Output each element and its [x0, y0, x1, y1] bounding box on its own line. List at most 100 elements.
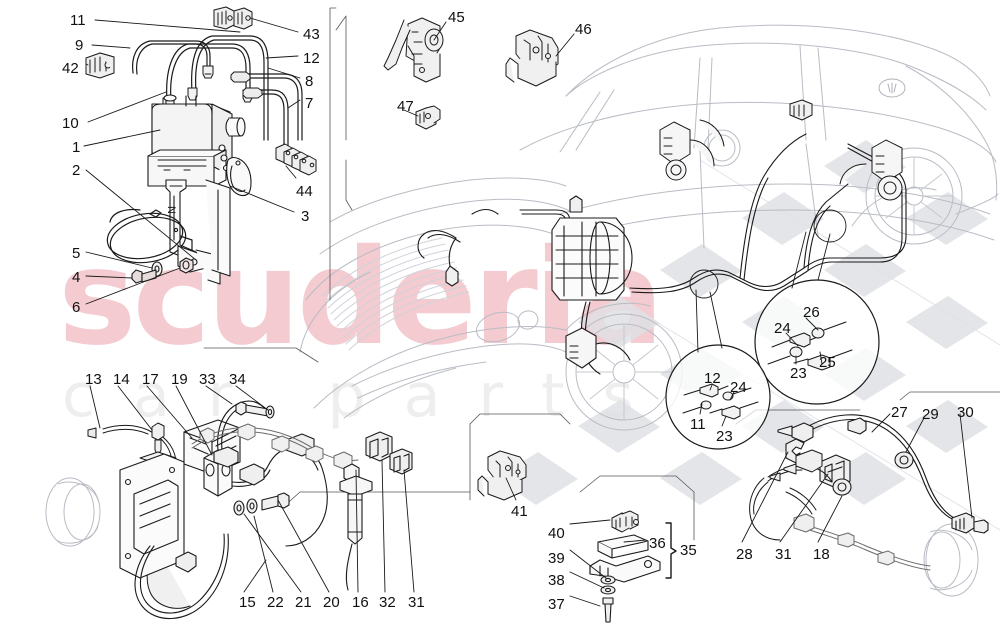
- callout-number: 13: [85, 371, 102, 388]
- clip-32: [365, 431, 393, 462]
- callout-number: 38: [548, 572, 565, 589]
- cable-cluster: [749, 449, 833, 541]
- callout-number: 47: [397, 98, 414, 115]
- callout-number: 34: [229, 371, 246, 388]
- callout-number: 25: [819, 354, 836, 371]
- washer-38: [600, 585, 616, 595]
- mounting-plate: [119, 453, 185, 579]
- bracket-39: [589, 555, 661, 583]
- washer-22: [246, 498, 258, 514]
- brake-pipe-12: [191, 35, 269, 141]
- pipe-fitting-9: [202, 65, 214, 79]
- callout-number: 33: [199, 371, 216, 388]
- brake-pipe-7: [251, 89, 289, 151]
- rear-caliper-detail: [659, 119, 725, 181]
- callout-number: 24: [730, 379, 747, 396]
- callout-number: 46: [575, 21, 592, 38]
- callout-number: 32: [379, 594, 396, 611]
- callout-number: 27: [891, 404, 908, 421]
- callout-number: 40: [548, 525, 565, 542]
- callout-number: 29: [922, 406, 939, 423]
- rear-disc-ghost: [45, 477, 101, 547]
- bracket-clip-40: [611, 510, 639, 533]
- clamp-ring-2: [106, 208, 193, 264]
- bracket-3: [226, 157, 252, 197]
- callout-number: 45: [448, 9, 465, 26]
- callout-number: 22: [267, 594, 284, 611]
- screw-20: [261, 492, 290, 511]
- callout-number: 11: [70, 12, 86, 29]
- callout-number: 42: [62, 60, 79, 77]
- spacer-36: [597, 534, 649, 559]
- body-connector: [789, 99, 813, 121]
- callout-number: 21: [295, 594, 312, 611]
- screw-37: [602, 597, 614, 623]
- nut-6: [179, 257, 194, 274]
- detail-circle-upper-content: [767, 321, 853, 371]
- handbrake-cable-27: [777, 414, 989, 534]
- callout-number: 44: [296, 183, 313, 200]
- callout-number: 15: [239, 594, 256, 611]
- callout-number: 2: [72, 162, 81, 179]
- detail-circle-lower-content: [682, 383, 759, 420]
- callout-number: 16: [352, 594, 369, 611]
- rear-hub-detail: [839, 139, 903, 201]
- callout-number: 12: [303, 50, 320, 67]
- callout-number: 12: [704, 370, 721, 387]
- rear-sensor-harness: [191, 423, 359, 470]
- callout-number: 23: [716, 428, 733, 445]
- detail-circle-upper: [754, 279, 880, 405]
- callout-number: 28: [736, 546, 753, 563]
- clip-28: [785, 438, 805, 464]
- callout-number: 1: [72, 139, 81, 156]
- callout-number: 4: [72, 269, 81, 286]
- leader-lines: [83, 17, 973, 607]
- watermark-car-parts: car parts: [62, 361, 672, 431]
- callout-number: 24: [774, 320, 791, 337]
- washer-34: [265, 405, 275, 419]
- callout-number: 31: [775, 546, 792, 563]
- union-8: [230, 71, 251, 83]
- brake-pipe-8: [239, 73, 303, 141]
- group-brace-35: [665, 522, 677, 579]
- grommet-18: [832, 478, 852, 496]
- callout-number: 30: [957, 404, 974, 421]
- callout-number: 36: [649, 535, 666, 552]
- callout-number: 31: [408, 594, 425, 611]
- callout-number: 20: [323, 594, 340, 611]
- callout-number: 7: [305, 95, 314, 112]
- callout-number: 14: [113, 371, 130, 388]
- sensor-47: [415, 105, 441, 130]
- callout-number: 35: [680, 542, 697, 559]
- caliper-41: [477, 450, 527, 501]
- washer-39b: [600, 575, 616, 585]
- callout-number: 39: [548, 550, 565, 567]
- caliper-45: [383, 17, 444, 83]
- brake-pipe-11: [166, 43, 251, 101]
- clip-strip-44: [275, 143, 317, 176]
- callout-number: 8: [305, 73, 314, 90]
- callout-number: 37: [548, 596, 565, 613]
- callout-number: 41: [511, 503, 528, 520]
- pipe-fitting-12: [187, 87, 198, 101]
- handbrake-cable-lower: [793, 513, 931, 571]
- clip-43: [213, 6, 253, 30]
- abs-hydraulic-unit: [147, 94, 246, 187]
- badge-icon: [878, 78, 906, 98]
- detail-circle-lower: [665, 344, 771, 450]
- clip-31-left: [389, 448, 413, 475]
- screw-33: [235, 401, 269, 417]
- caliper-46: [505, 29, 559, 87]
- washer-21: [233, 500, 245, 516]
- brake-lines-overlay: [417, 133, 907, 375]
- callout-number: 23: [790, 365, 807, 382]
- screw-4: [131, 269, 157, 284]
- callout-number: 17: [142, 371, 159, 388]
- callout-number: 18: [813, 546, 830, 563]
- callout-number: 43: [303, 26, 320, 43]
- callout-number: 11: [690, 416, 706, 433]
- connector-42: [85, 52, 115, 79]
- union-7: [242, 87, 263, 99]
